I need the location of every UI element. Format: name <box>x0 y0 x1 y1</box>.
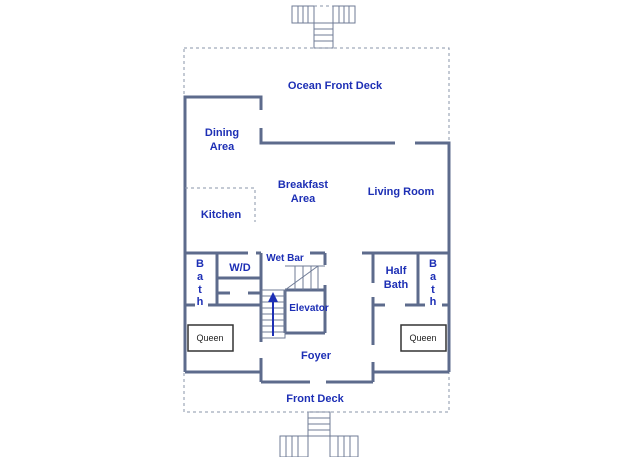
front-deck-label: Front Deck <box>286 393 344 405</box>
bath-left-label-t: t <box>198 284 202 296</box>
kitchen-outline <box>185 187 256 222</box>
kitchen-label: Kitchen <box>201 209 242 221</box>
breakfast-area-label-1: Breakfast <box>278 179 328 191</box>
half-bath-label-2: Bath <box>384 279 409 291</box>
bed-left-label: Queen <box>196 333 223 343</box>
foyer-label: Foyer <box>301 350 332 362</box>
wet-bar-label: Wet Bar <box>266 253 304 264</box>
bath-left-label-h: h <box>197 296 204 308</box>
bed-right: Queen <box>400 324 447 352</box>
bed-right-label: Queen <box>409 333 436 343</box>
bath-left-label-b: B <box>196 258 204 270</box>
elevator-label: Elevator <box>289 303 329 314</box>
walls <box>183 95 451 384</box>
ocean-front-deck-label: Ocean Front Deck <box>288 80 383 92</box>
dining-area-label-2: Area <box>210 141 235 153</box>
wd-label: W/D <box>229 262 250 274</box>
half-bath-label-1: Half <box>386 265 407 277</box>
breakfast-area-label-2: Area <box>291 193 316 205</box>
bath-right-label-h: h <box>430 296 437 308</box>
bath-right-label-a: a <box>430 271 437 283</box>
bed-left: Queen <box>187 324 234 352</box>
bath-right-label-t: t <box>431 284 435 296</box>
stair-arrow-icon <box>268 292 278 336</box>
front-deck-stairs <box>279 411 359 457</box>
living-room-label: Living Room <box>368 186 435 198</box>
top-deck-stairs <box>291 5 356 49</box>
bath-right-label-b: B <box>429 258 437 270</box>
bath-left-label-a: a <box>197 271 204 283</box>
dining-area-label-1: Dining <box>205 127 239 139</box>
